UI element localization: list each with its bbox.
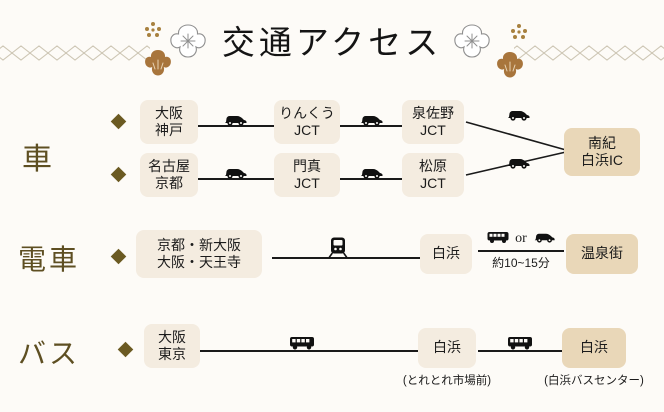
car-icon-2a bbox=[222, 165, 248, 184]
line-bus-main bbox=[200, 350, 418, 352]
bullet-car-route-1 bbox=[110, 113, 127, 130]
line-car-2b bbox=[340, 178, 402, 180]
bullet-car-route-1b bbox=[110, 166, 127, 183]
car-icon-merge-upper bbox=[505, 107, 531, 126]
section-train: 電車 京都・新大阪 大阪・天王寺 白浜 bbox=[0, 222, 664, 302]
plum-outline-icon-right bbox=[452, 22, 492, 67]
plum-dots-icon-left bbox=[142, 20, 164, 45]
line-car-2a bbox=[198, 178, 274, 180]
node-train-destination: 温泉街 bbox=[566, 234, 638, 274]
plum-outline-icon-left bbox=[168, 22, 208, 67]
divider-right bbox=[514, 44, 664, 62]
node-car-origin-2: 名古屋 京都 bbox=[140, 153, 198, 197]
transfer-separator: or bbox=[515, 231, 527, 246]
node-car-stop-1a: りんくう JCT bbox=[274, 100, 340, 144]
train-icon bbox=[327, 236, 349, 263]
section-bus: バス 大阪 東京 白浜 (とれとれ市場前) bbox=[0, 312, 664, 408]
divider-left bbox=[0, 44, 150, 62]
node-car-destination: 南紀 白浜IC bbox=[564, 128, 640, 176]
bus-icon-transfer bbox=[486, 230, 510, 249]
line-car-1b bbox=[340, 125, 402, 127]
transfer-duration: 約10~15分 bbox=[492, 255, 550, 270]
node-train-origin: 京都・新大阪 大阪・天王寺 bbox=[136, 230, 262, 278]
line-car-1a bbox=[198, 125, 274, 127]
plum-solid-icon-left bbox=[143, 48, 173, 83]
bus-icon-final bbox=[506, 335, 534, 356]
node-train-stop: 白浜 bbox=[420, 234, 472, 274]
line-bus-final bbox=[478, 350, 562, 352]
node-car-origin-1: 大阪 神戸 bbox=[140, 100, 198, 144]
line-train-main bbox=[272, 257, 420, 259]
node-car-stop-2a: 門真 JCT bbox=[274, 153, 340, 197]
caption-bus-stop: (とれとれ市場前) bbox=[402, 375, 492, 387]
transfer-rule bbox=[478, 250, 564, 252]
car-icon-merge-lower bbox=[505, 155, 531, 174]
section-car: 車 大阪 神戸 りんくう JCT 泉佐野 JCT bbox=[0, 92, 664, 210]
bullet-train-route bbox=[110, 248, 127, 265]
plum-dots-icon-right bbox=[508, 22, 530, 47]
transfer-block: or 約10~15分 bbox=[478, 230, 564, 271]
mode-label-car: 車 bbox=[22, 143, 55, 176]
transfer-options: or bbox=[478, 230, 564, 248]
node-car-stop-2b: 松原 JCT bbox=[402, 153, 464, 197]
mode-label-train: 電車 bbox=[18, 245, 81, 276]
car-icon-transfer bbox=[532, 230, 556, 248]
car-icon-2b bbox=[358, 165, 384, 184]
node-car-stop-1b: 泉佐野 JCT bbox=[402, 100, 464, 144]
bullet-bus-route bbox=[117, 341, 134, 358]
bus-icon-main bbox=[288, 335, 316, 356]
page-title: 交通アクセス bbox=[221, 26, 443, 62]
car-icon-1b bbox=[358, 112, 384, 131]
page-header: 交通アクセス bbox=[0, 0, 664, 86]
node-bus-stop: 白浜 bbox=[418, 328, 476, 368]
caption-bus-destination: (白浜バスセンター) bbox=[544, 375, 644, 387]
node-bus-origin: 大阪 東京 bbox=[144, 324, 200, 368]
node-bus-destination: 白浜 bbox=[562, 328, 626, 368]
plum-solid-icon-right bbox=[495, 50, 525, 85]
mode-label-bus: バス bbox=[18, 339, 81, 370]
car-icon-1a bbox=[222, 112, 248, 131]
